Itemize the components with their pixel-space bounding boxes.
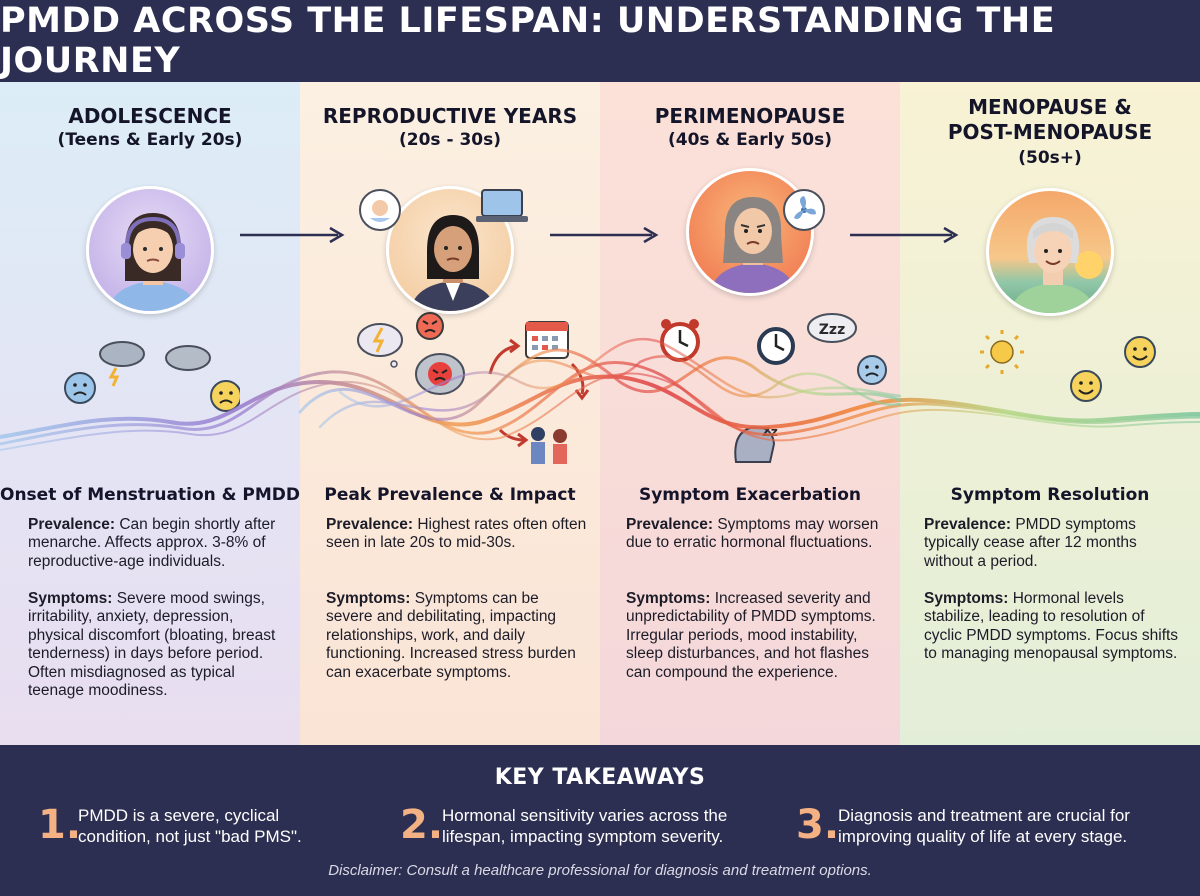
prevalence-paragraph: Prevalence: PMDD symptoms typically ceas… <box>924 516 1186 571</box>
takeaway-text: PMDD is a severe, cyclical condition, no… <box>78 806 302 846</box>
stage-title: PERIMENOPAUSE <box>654 104 846 128</box>
relationship-conflict-icon <box>498 427 567 464</box>
symptoms-paragraph: Symptoms: Severe mood swings, irritabili… <box>28 590 290 700</box>
symptoms-paragraph: Symptoms: Increased severity and unpredi… <box>626 590 888 682</box>
section-heading: Peak Prevalence & Impact <box>324 485 576 505</box>
arrow-down-icon <box>570 362 590 401</box>
angry-face-icon <box>416 312 444 340</box>
adolescence-mood-icons <box>64 341 240 412</box>
zzz-text: Zzz <box>819 322 845 338</box>
fan-bubble-icon <box>783 189 825 231</box>
sad-face-icon <box>857 355 887 385</box>
perimenopause-mood-icons: Zzz Zz <box>660 313 887 463</box>
stage-reproductive-years: REPRODUCTIVE YEARS (20s - 30s) <box>300 82 600 745</box>
takeaways-title: KEY TAKEAWAYS <box>494 765 706 790</box>
takeaway-number: 3. <box>796 802 840 848</box>
stage-range: (20s - 30s) <box>399 130 501 150</box>
takeaway-text: Hormonal sensitivity varies across the l… <box>442 806 728 846</box>
stage-perimenopause: PERIMENOPAUSE (40s & Early 50s) <box>600 82 900 745</box>
prevalence-paragraph: Prevalence: Can begin shortly after mena… <box>28 516 290 571</box>
sleepless-head-icon: Zz <box>734 425 778 463</box>
baby-bubble-icon <box>359 189 401 231</box>
key-takeaways-panel: KEY TAKEAWAYS 1. PMDD is a severe, cycli… <box>0 745 1200 896</box>
stage-title-line1: MENOPAUSE & <box>968 95 1132 119</box>
symptoms-text: Hormonal levels stabilize, leading to re… <box>924 590 1179 663</box>
alarm-clock-icon <box>660 319 700 362</box>
laptop-icon <box>476 189 528 222</box>
stage-range: (Teens & Early 20s) <box>57 130 243 150</box>
prevalence-label: Prevalence: <box>28 516 116 533</box>
symptoms-label: Symptoms: <box>626 590 711 607</box>
prevalence-paragraph: Prevalence: Symptoms may worsen due to e… <box>626 516 888 553</box>
prevalence-paragraph: Prevalence: Highest rates often often se… <box>326 516 588 553</box>
symptoms-paragraph: Symptoms: Hormonal levels stabilize, lea… <box>924 590 1186 664</box>
prevalence-text: PMDD symptoms typically cease after 12 m… <box>924 516 1137 570</box>
section-heading: Onset of Menstruation & PMDD <box>0 485 300 505</box>
adolescent-portrait <box>86 186 214 314</box>
stage-title: REPRODUCTIVE YEARS <box>322 104 578 128</box>
calendar-icon <box>525 321 569 359</box>
stage-range: (40s & Early 50s) <box>667 130 833 150</box>
prevalence-label: Prevalence: <box>626 516 714 533</box>
symptoms-label: Symptoms: <box>28 590 113 607</box>
prevalence-text: Can begin shortly after menarche. Affect… <box>28 516 276 570</box>
prevalence-label: Prevalence: <box>326 516 414 533</box>
cloud-icon <box>165 345 211 371</box>
page-header: PMDD ACROSS THE LIFESPAN: UNDERSTANDING … <box>0 0 1200 82</box>
stage-title-line2: POST-MENOPAUSE <box>947 120 1153 144</box>
stage-menopause: MENOPAUSE & POST-MENOPAUSE (50s+) <box>900 82 1200 745</box>
stage-adolescence: ADOLESCENCE (Teens & Early 20s) <box>0 82 300 745</box>
lightning-thought-icon <box>357 323 403 368</box>
worried-face-icon <box>210 380 240 412</box>
symptoms-text: Severe mood swings, irritability, anxiet… <box>28 590 276 700</box>
symptoms-paragraph: Symptoms: Symptoms can be severe and deb… <box>326 590 588 682</box>
symptoms-label: Symptoms: <box>326 590 411 607</box>
section-heading: Symptom Resolution <box>950 485 1150 505</box>
arrow-up-icon <box>488 338 521 375</box>
prevalence-label: Prevalence: <box>924 516 1012 533</box>
sleep-thought-icon: Zzz <box>807 313 857 343</box>
symptoms-text: Increased severity and unpredictability … <box>626 590 876 681</box>
page-title: PMDD ACROSS THE LIFESPAN: UNDERSTANDING … <box>0 1 1056 81</box>
prevalence-text: Symptoms may worsen due to erratic hormo… <box>626 516 879 552</box>
symptoms-text: Symptoms can be severe and debilitating,… <box>326 590 576 681</box>
smiley-icon <box>1070 370 1102 402</box>
stage-range: (50s+) <box>1018 148 1082 168</box>
angry-thought-icon <box>415 353 465 395</box>
storm-cloud-icon <box>99 341 145 387</box>
symptoms-label: Symptoms: <box>924 590 1009 607</box>
disclaimer: Disclaimer: Consult a healthcare profess… <box>328 862 872 879</box>
reproductive-mood-icons <box>357 312 590 464</box>
sun-icon <box>980 330 1024 374</box>
clock-icon <box>757 327 795 365</box>
menopause-mood-icons <box>980 330 1156 402</box>
perimenopause-portrait <box>686 168 814 296</box>
section-heading: Symptom Exacerbation <box>638 485 862 505</box>
smiley-icon <box>1124 336 1156 368</box>
zz-text: Zz <box>762 425 778 439</box>
takeaway-number: 2. <box>400 802 444 848</box>
takeaway-text: Diagnosis and treatment are crucial for … <box>838 806 1130 846</box>
menopause-portrait <box>986 188 1114 316</box>
takeaway-number: 1. <box>38 802 82 848</box>
sad-face-icon <box>64 372 96 404</box>
stage-title: ADOLESCENCE <box>68 104 232 128</box>
stages-area: ADOLESCENCE (Teens & Early 20s) <box>0 82 1200 745</box>
prevalence-text: Highest rates often often seen in late 2… <box>326 516 587 552</box>
